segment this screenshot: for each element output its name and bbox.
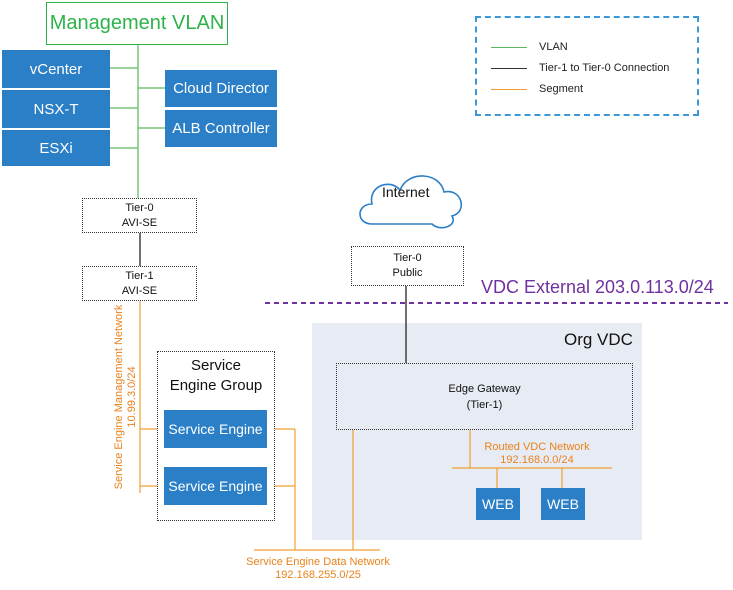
tier0-avi-se-box: Tier-0 AVI-SE <box>82 198 197 233</box>
tier1-avi-se-line2: AVI-SE <box>121 284 158 297</box>
routed-vdc-network-label: Routed VDC Network 192.168.0.0/24 <box>472 441 602 467</box>
vlan-line-swatch <box>491 46 527 48</box>
edge-gateway-box: Edge Gateway (Tier-1) <box>336 363 633 430</box>
nsx-t-label: NSX-T <box>33 100 79 118</box>
web-server-label: WEB <box>547 496 579 512</box>
tier0-avi-se-line2: AVI-SE <box>121 216 158 229</box>
tier0-avi-se-line1: Tier-0 <box>125 201 154 214</box>
tier0-public-line2: Public <box>392 267 423 279</box>
org-vdc-title: Org VDC <box>564 330 633 349</box>
alb-controller-box: ALB Controller <box>165 110 277 147</box>
legend-label-vlan: VLAN <box>539 41 568 53</box>
se-mgmt-network-label: Service Engine Management Network 10.99.… <box>113 299 141 495</box>
vcenter-box: vCenter <box>2 50 110 88</box>
esxi-box: ESXi <box>2 130 110 166</box>
edge-gateway-line2: (Tier-1) <box>466 398 503 411</box>
tier-connection-line-swatch <box>491 67 527 69</box>
segment-line-swatch <box>491 88 527 90</box>
cloud-director-box: Cloud Director <box>165 70 277 107</box>
se-data-network-label: Service Engine Data Network 192.168.255.… <box>238 556 398 582</box>
legend-label-segment: Segment <box>539 83 584 95</box>
internet-label: Internet <box>382 184 430 200</box>
legend-item-tier-connection: Tier-1 to Tier-0 Connection <box>491 61 669 75</box>
tier1-avi-se-box: Tier-1 AVI-SE <box>82 266 197 301</box>
vdc-external-label: VDC External 203.0.113.0/24 <box>481 277 714 297</box>
service-engine-box: Service Engine <box>164 467 267 505</box>
edge-gateway-line1: Edge Gateway <box>448 382 521 395</box>
legend-label-tier-connection: Tier-1 to Tier-0 Connection <box>539 62 670 74</box>
se-data-network-name: Service Engine Data Network <box>246 556 390 568</box>
tier-connection-lines <box>139 233 407 363</box>
web-server-box: WEB <box>476 488 520 520</box>
segment-lines <box>139 301 612 551</box>
nsx-t-box: NSX-T <box>2 90 110 128</box>
vcenter-label: vCenter <box>29 60 83 78</box>
tier1-avi-se-line1: Tier-1 <box>125 269 154 282</box>
tier0-public-line1: Tier-0 <box>393 252 422 264</box>
routed-vdc-network-name: Routed VDC Network <box>484 441 590 453</box>
management-vlan-box: Management VLAN <box>46 2 228 45</box>
service-engine-label: Service Engine <box>168 421 263 437</box>
service-engine-label: Service Engine <box>168 478 263 494</box>
legend-item-vlan: VLAN <box>491 40 568 54</box>
esxi-label: ESXi <box>39 139 73 157</box>
tier0-public-box: Tier-0 Public <box>351 246 464 286</box>
service-engine-box: Service Engine <box>164 410 267 448</box>
se-mgmt-network-name: Service Engine Management Network <box>113 304 125 490</box>
legend-box: VLAN Tier-1 to Tier-0 Connection Segment <box>475 16 699 116</box>
se-data-network-cidr: 192.168.255.0/25 <box>275 569 361 581</box>
alb-controller-label: ALB Controller <box>172 120 270 137</box>
legend-item-segment: Segment <box>491 82 583 96</box>
cloud-director-label: Cloud Director <box>173 80 269 97</box>
web-server-box: WEB <box>541 488 585 520</box>
service-engine-group-title: Service Engine Group <box>169 357 263 394</box>
web-server-label: WEB <box>482 496 514 512</box>
management-vlan-label: Management VLAN <box>49 12 225 34</box>
vlan-lines <box>110 44 165 198</box>
internet-cloud-shape <box>359 175 463 229</box>
routed-vdc-network-cidr: 192.168.0.0/24 <box>500 454 574 466</box>
se-mgmt-network-cidr: 10.99.3.0/24 <box>126 366 138 428</box>
